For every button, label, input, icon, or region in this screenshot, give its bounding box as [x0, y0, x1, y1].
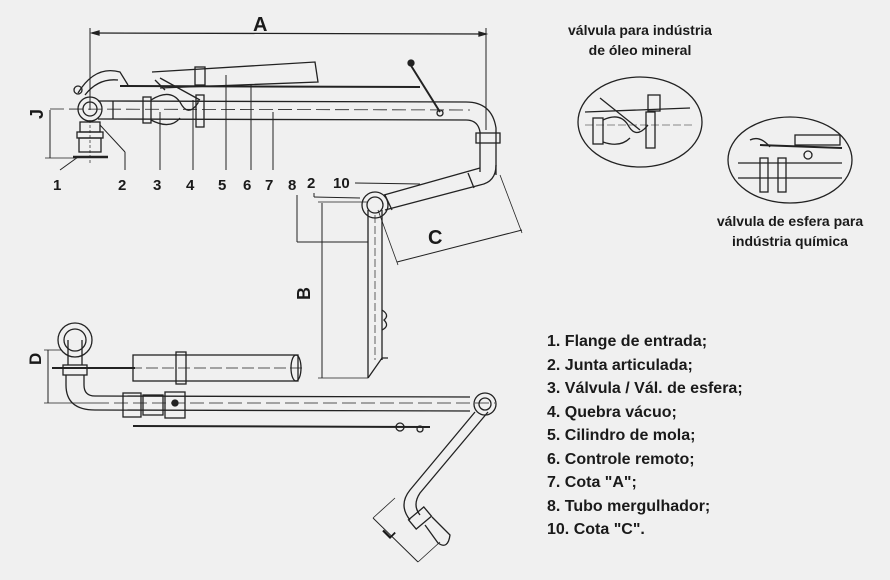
outer-arm: [383, 164, 497, 211]
dimension-j: [45, 110, 75, 159]
caption-line: válvula de esfera para: [716, 213, 864, 229]
legend-item: 6. Controle remoto;: [547, 450, 695, 468]
drop-tube-8: [367, 210, 388, 379]
dimension-c: [377, 174, 523, 266]
dimension-a: [89, 28, 489, 130]
mineral-oil-valve-inset: [577, 76, 703, 168]
caption-line: válvula para indústria: [568, 22, 712, 38]
legend-item: 10. Cota "C".: [547, 521, 645, 538]
callout-7: 7: [265, 177, 273, 194]
swivel-joint-10: [361, 191, 389, 219]
inlet-flange-1: [73, 120, 108, 165]
chemical-valve-inset: [727, 116, 853, 204]
spring-cylinder-5: [151, 61, 319, 89]
callout-4: 4: [186, 177, 195, 194]
callout-1: 1: [53, 177, 61, 194]
callout-8: 8: [288, 177, 296, 194]
callout-5: 5: [218, 177, 226, 194]
mineral-oil-valve-caption: válvula para indústria de óleo mineral: [545, 20, 735, 60]
upper-arm-assembly: [45, 28, 523, 379]
main-horizontal-pipe: [97, 100, 467, 121]
valve-3: [142, 77, 205, 128]
dimension-b-label: B: [294, 287, 314, 300]
chemical-valve-caption: válvula de esfera para indústria química: [695, 211, 885, 251]
lower-arm-assembly: [44, 322, 497, 563]
dimension-j-label: J: [27, 109, 47, 119]
caption-line: indústria química: [732, 233, 848, 249]
legend-item: 2. Junta articulada;: [547, 356, 693, 374]
callout-2-lower: 2: [307, 175, 315, 192]
legend-item: 8. Tubo mergulhador;: [547, 497, 711, 515]
callout-leaders: [59, 75, 421, 243]
dimension-a-label: A: [253, 14, 267, 36]
dimension-c-label: C: [428, 227, 442, 249]
swivel-joint-2: [73, 70, 129, 122]
legend-item: 4. Quebra vácuo;: [547, 403, 677, 421]
callout-3: 3: [153, 177, 161, 194]
legend-item: 3. Válvula / Vál. de esfera;: [547, 380, 743, 397]
dimension-b: [318, 201, 368, 379]
legend-item: 1. Flange de entrada;: [547, 333, 708, 350]
legend-item: 5. Cilindro de mola;: [547, 427, 696, 444]
dimension-l-label: L: [380, 524, 399, 543]
callout-6: 6: [243, 177, 251, 194]
dimension-d-label: D: [26, 353, 45, 365]
elbow-right: [465, 101, 501, 175]
legend-item: 7. Cota "A";: [547, 474, 637, 491]
callout-10: 10: [333, 175, 350, 192]
caption-line: de óleo mineral: [588, 42, 692, 58]
parts-legend: 1. Flange de entrada; 2. Junta articulad…: [547, 330, 743, 542]
callout-2: 2: [118, 177, 126, 194]
